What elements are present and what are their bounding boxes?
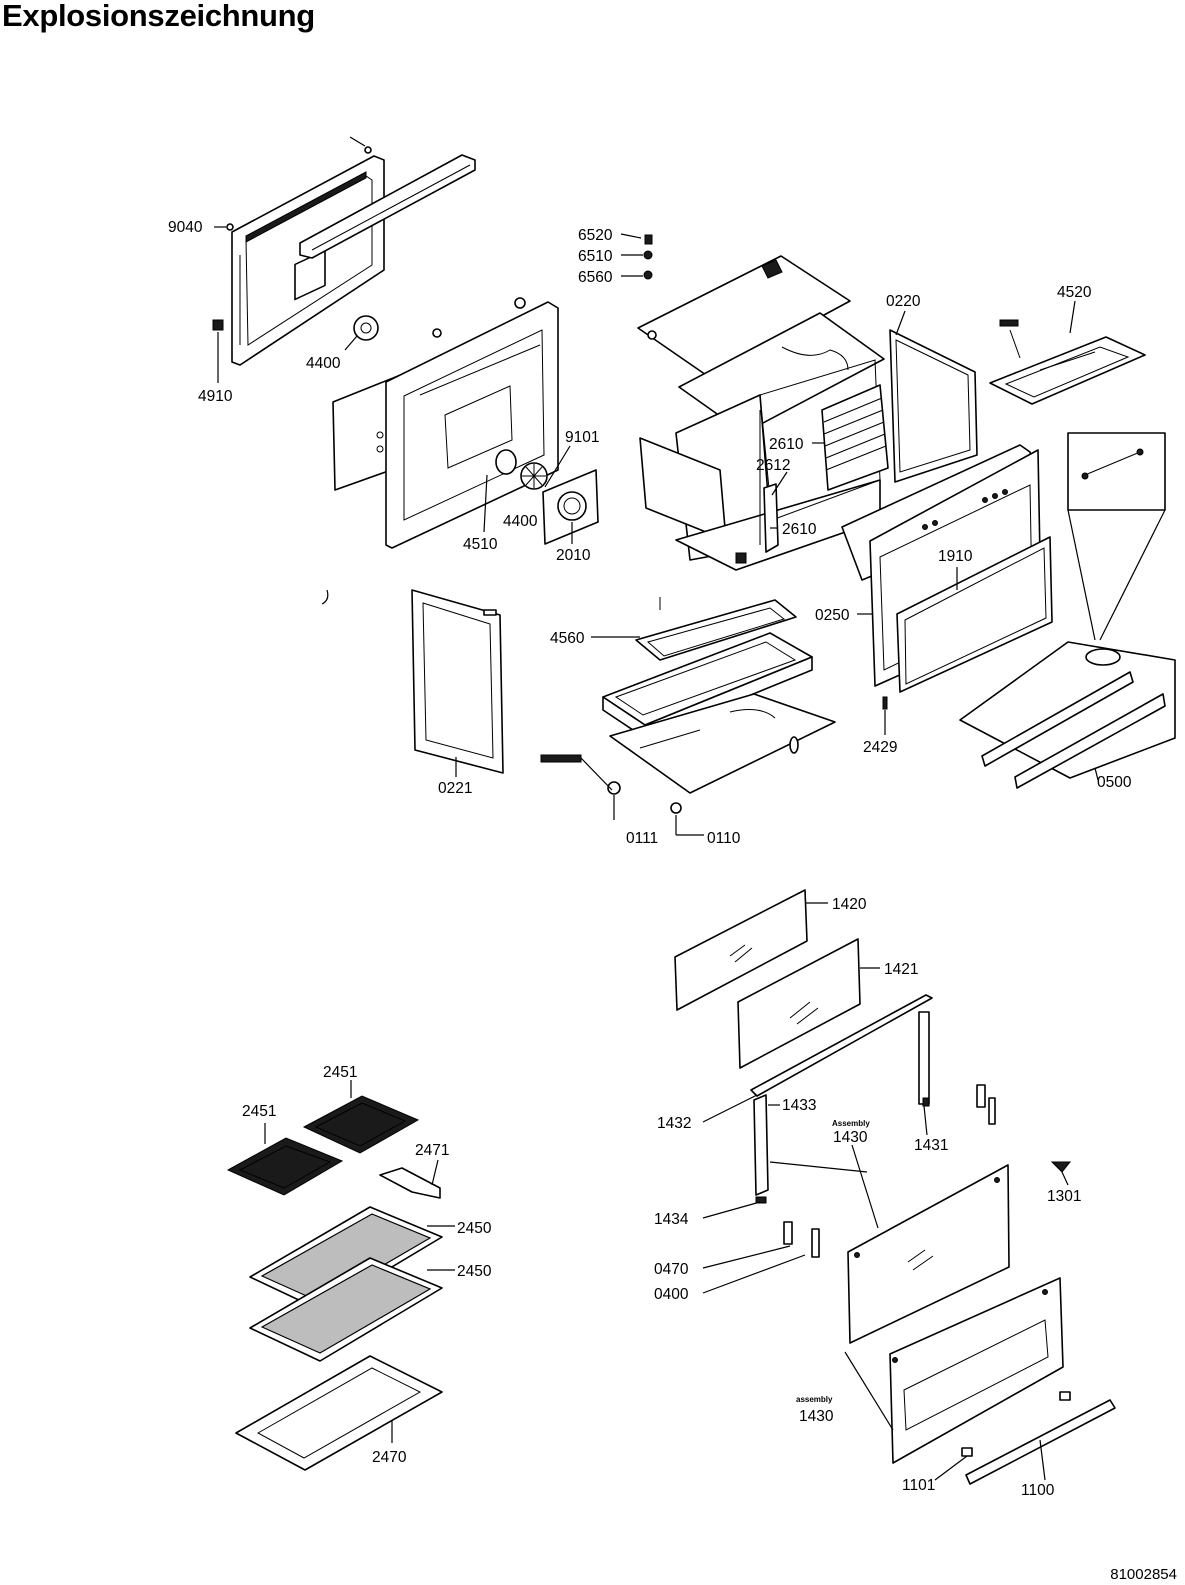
callout-0250: 0250 <box>815 607 850 624</box>
callout-6520: 6520 <box>578 227 613 244</box>
callout-1101: 1101 <box>902 1477 935 1494</box>
callout-9040: 9040 <box>168 219 203 236</box>
middle-glass-1421 <box>737 938 880 1069</box>
door-handle-1100 <box>934 1391 1116 1485</box>
inner-door-pane-0221 <box>411 589 504 777</box>
callout-4400-fan: 4400 <box>503 513 538 530</box>
callout-1301: 1301 <box>1047 1188 1081 1205</box>
baking-tray-2470 <box>235 1355 443 1471</box>
callout-2612: 2612 <box>756 457 790 474</box>
top-trim-strip <box>299 154 476 259</box>
door-side-1433 <box>753 1011 930 1196</box>
top-cover-panels <box>637 255 885 434</box>
trim-kit-0500 <box>959 432 1176 789</box>
callout-2451-right: 2451 <box>323 1064 357 1081</box>
callout-1910: 1910 <box>938 548 973 565</box>
callout-1420: 1420 <box>832 896 867 913</box>
bottom-heater-4560 <box>591 597 797 661</box>
door-seal-1910 <box>896 536 1053 693</box>
callout-4510: 4510 <box>463 536 498 553</box>
door-pane-1430 <box>769 1144 1010 1344</box>
callout-1431: 1431 <box>914 1137 948 1154</box>
oven-rack-2450-top <box>249 1206 455 1311</box>
callout-6560: 6560 <box>578 269 613 286</box>
callout-2450-bottom: 2450 <box>457 1263 492 1280</box>
outer-glass-1420 <box>674 889 828 1011</box>
callout-0111: 0111 <box>626 830 658 847</box>
rear-panel <box>231 136 385 366</box>
callout-0500: 0500 <box>1097 774 1132 791</box>
callout-0221: 0221 <box>438 780 472 797</box>
hinge-parts-0470-0400 <box>702 1196 820 1294</box>
grill-plate-2451-right <box>302 1080 420 1154</box>
callout-1434: 1434 <box>654 1211 689 1228</box>
callout-2610-bottom: 2610 <box>782 521 817 538</box>
callout-4560: 4560 <box>550 630 585 647</box>
cavity-gasket-0220 <box>889 310 978 483</box>
callout-2429: 2429 <box>863 739 897 756</box>
hinge-1431-1301 <box>976 1084 1072 1186</box>
top-heater-4520 <box>989 300 1146 405</box>
assembly-tag-upper: Assembly <box>832 1119 870 1128</box>
rack-clip-2471 <box>379 1159 441 1199</box>
outer-door-1430 <box>844 1277 1064 1464</box>
callout-0220: 0220 <box>886 293 921 310</box>
callout-2450-top: 2450 <box>457 1220 492 1237</box>
screw-9040 <box>214 223 234 231</box>
side-racks-2610 <box>763 384 889 553</box>
callout-1100: 1100 <box>1021 1482 1055 1499</box>
diagram-title: Explosionszeichnung <box>2 0 315 33</box>
thermostat-parts <box>620 233 653 280</box>
callout-1432: 1432 <box>657 1115 691 1132</box>
fan-motor-4400 <box>344 315 379 351</box>
callout-1430-lower: 1430 <box>799 1408 834 1425</box>
clip-4910 <box>212 319 224 383</box>
callout-6510: 6510 <box>578 248 613 265</box>
callout-1421: 1421 <box>884 961 918 978</box>
gasket-4510 <box>483 449 517 533</box>
grill-plate-2451-left <box>226 1123 344 1196</box>
back-wall-plate <box>332 297 559 549</box>
callout-2451-left: 2451 <box>242 1103 276 1120</box>
callout-0110: 0110 <box>707 830 741 847</box>
callout-4910: 4910 <box>198 388 233 405</box>
fan-cover-2010 <box>542 445 599 545</box>
door-rail-1432 <box>702 994 933 1123</box>
oven-rack-2450-bottom <box>249 1257 455 1362</box>
callout-4520: 4520 <box>1057 284 1092 301</box>
document-number: 81002854 <box>1110 1566 1177 1583</box>
callout-2471: 2471 <box>415 1142 449 1159</box>
fan-blade-4400 <box>520 462 548 490</box>
callout-1433: 1433 <box>782 1097 816 1114</box>
callout-2610-top: 2610 <box>769 436 804 453</box>
callout-2470: 2470 <box>372 1449 407 1466</box>
callout-2010: 2010 <box>556 547 591 564</box>
callout-1430-upper: 1430 <box>833 1129 868 1146</box>
bottom-plate <box>540 693 836 836</box>
callout-9101: 9101 <box>565 429 599 446</box>
assembly-tag-lower: assembly <box>796 1395 833 1404</box>
callout-0400: 0400 <box>654 1286 689 1303</box>
callout-0470: 0470 <box>654 1261 689 1278</box>
pin-2429 <box>882 696 888 735</box>
callout-4400: 4400 <box>306 355 341 372</box>
